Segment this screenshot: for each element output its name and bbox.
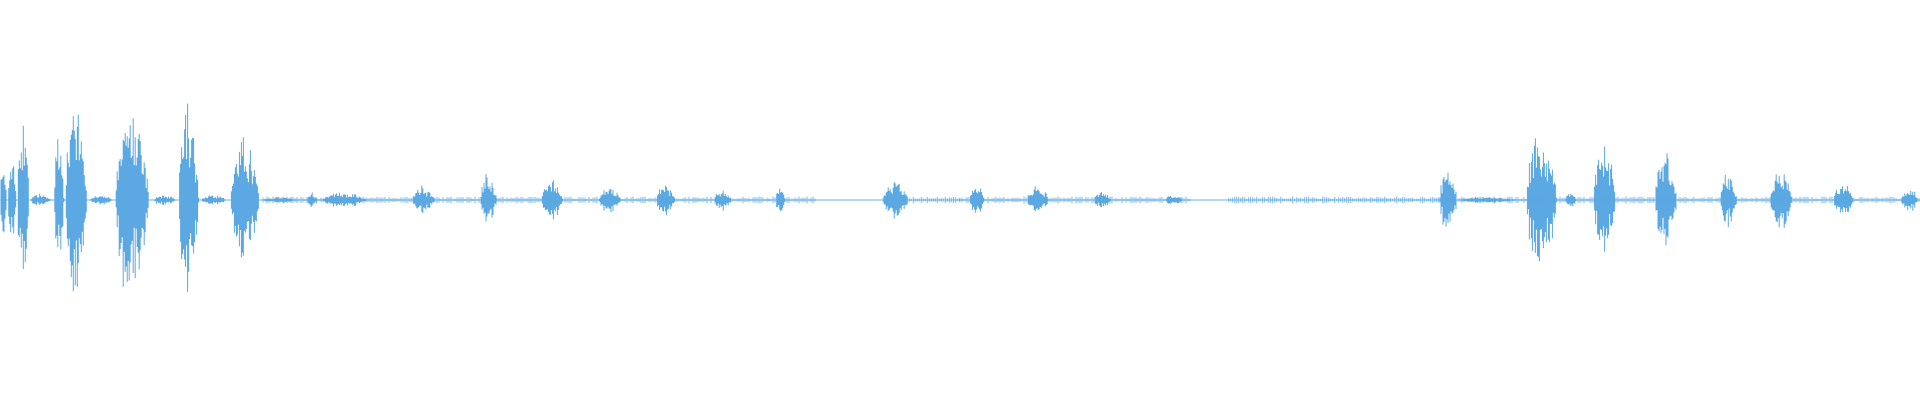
waveform-burst — [202, 195, 228, 205]
waveform-burst — [1655, 153, 1677, 246]
waveform-burst — [54, 139, 65, 250]
waveform-burst — [230, 137, 259, 258]
waveform-burst — [154, 195, 176, 206]
noise-floor-segment — [262, 196, 816, 204]
noise-floor-segment — [1228, 196, 1440, 204]
waveform-burst — [90, 196, 112, 205]
waveform-noise-floor — [262, 196, 1920, 204]
waveform-burst — [179, 103, 200, 292]
noise-floor-segment — [882, 196, 960, 204]
waveform-burst — [1526, 138, 1557, 262]
waveform-burst — [17, 125, 29, 270]
waveform-burst — [8, 166, 17, 234]
waveform-burst — [65, 114, 87, 292]
noise-floor-segment — [1439, 196, 1920, 204]
waveform-burst — [1027, 186, 1049, 212]
waveform-burst — [0, 175, 7, 233]
waveform-burst — [115, 118, 149, 287]
waveform-burst — [323, 192, 369, 207]
waveform-burst — [31, 193, 52, 205]
waveform-burst — [1834, 185, 1855, 213]
noise-floor-segment — [959, 196, 1191, 204]
